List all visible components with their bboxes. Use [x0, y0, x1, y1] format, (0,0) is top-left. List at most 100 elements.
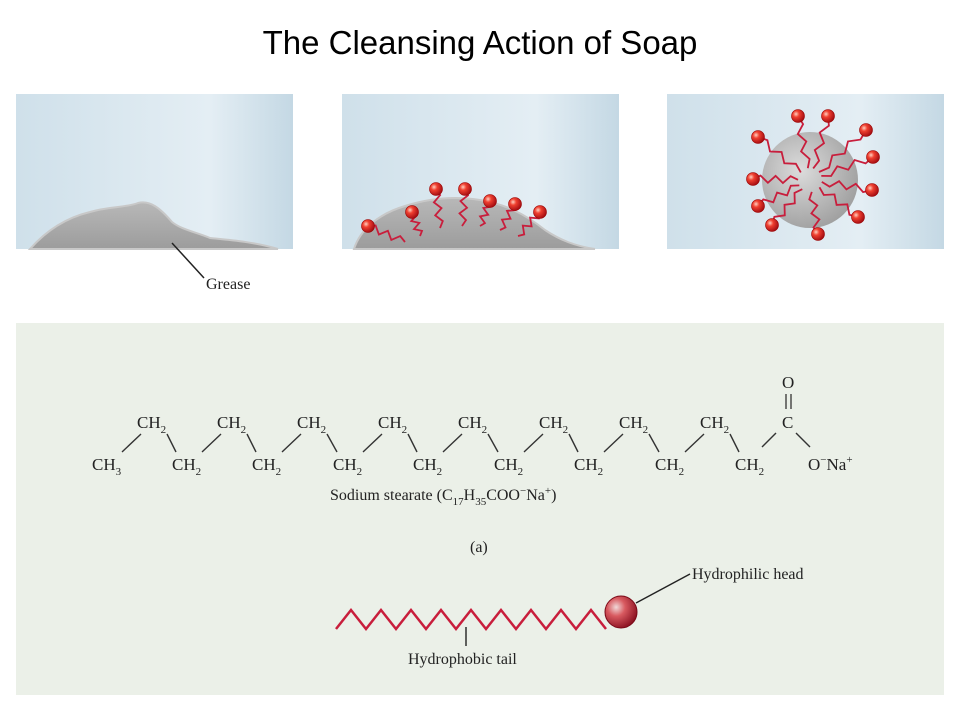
bond-line — [603, 433, 624, 453]
soap-tail — [367, 224, 406, 243]
soap-molecule — [751, 130, 802, 173]
soap-tail — [757, 136, 802, 173]
bond-line — [523, 433, 544, 453]
hydrophilic-head — [604, 595, 638, 629]
soap-tail — [818, 129, 867, 173]
soap-molecule — [818, 186, 865, 224]
soap-molecule — [517, 205, 547, 237]
methylene-group: CH2 — [494, 455, 523, 478]
methylene-group: CH2 — [458, 413, 487, 436]
soap-molecule — [791, 109, 811, 169]
grease-blob — [27, 201, 279, 250]
page-title: The Cleansing Action of Soap — [262, 24, 698, 61]
soap-head — [866, 150, 880, 164]
soap-head — [361, 219, 375, 233]
bond-line — [362, 433, 383, 453]
soap-tail — [818, 186, 859, 218]
soap-molecule — [765, 188, 803, 232]
bond-line — [407, 433, 418, 453]
soap-head — [811, 227, 825, 241]
methylene-group: CH2 — [619, 413, 648, 436]
formula-bonds — [121, 433, 740, 453]
soap-head — [458, 182, 472, 196]
soap-head — [751, 130, 765, 144]
panel-micelle — [667, 94, 944, 249]
soap-tail — [757, 184, 800, 207]
grease-leader-line — [171, 242, 205, 279]
soap-molecule — [821, 150, 880, 177]
panel-soap-attach — [342, 94, 619, 250]
bond-line — [795, 432, 811, 448]
methylene-group: CH2 — [378, 413, 407, 436]
soap-molecule-schematic: Hydrophilic head Hydrophobic tail — [335, 566, 804, 668]
methylene-group: CH2 — [655, 455, 684, 478]
soap-molecule — [458, 182, 472, 227]
soap-head — [751, 199, 765, 213]
carbonyl-carbon: C — [782, 413, 793, 432]
methyl-group: CH3 — [92, 455, 122, 478]
soap-head — [508, 197, 522, 211]
methylene-group: CH2 — [574, 455, 603, 478]
soap-head — [405, 205, 419, 219]
methylene-group: CH2 — [217, 413, 246, 436]
head-leader-line — [635, 573, 691, 604]
soap-molecule — [821, 180, 879, 197]
ionic-group: O−Na+ — [808, 454, 853, 474]
soap-head — [821, 109, 835, 123]
soap-molecule — [499, 197, 522, 231]
formula-panel — [16, 323, 944, 695]
methylene-group: CH2 — [539, 413, 568, 436]
soap-head — [791, 109, 805, 123]
methylene-group: CH2 — [137, 413, 166, 436]
soap-molecule — [478, 194, 497, 227]
methylene-group: CH2 — [413, 455, 442, 478]
bond-line — [684, 433, 705, 453]
soap-molecule — [808, 191, 825, 241]
bond-line — [246, 433, 257, 453]
bond-line — [121, 433, 142, 453]
soap-molecule — [751, 184, 800, 213]
soap-head — [483, 194, 497, 208]
soap-tail — [808, 191, 821, 235]
soap-molecule — [429, 182, 444, 229]
methylene-group: CH2 — [333, 455, 362, 478]
grease-droplet — [762, 132, 858, 228]
methylene-group: CH2 — [252, 455, 281, 478]
bond-line — [568, 433, 579, 453]
soap-head — [765, 218, 779, 232]
soap-head — [533, 205, 547, 219]
soap-head — [865, 183, 879, 197]
soap-molecule — [746, 172, 799, 186]
soap-tail — [796, 115, 811, 169]
hydrophilic-head-label: Hydrophilic head — [692, 566, 804, 583]
soap-tail — [771, 188, 803, 226]
bond-line — [648, 433, 660, 453]
panel-letter: (a) — [470, 539, 488, 556]
micelle-soap-molecules — [746, 109, 880, 241]
bond-line — [487, 433, 499, 453]
methylene-group: CH2 — [700, 413, 729, 436]
soap-molecule — [361, 219, 406, 243]
soap-head — [746, 172, 760, 186]
methylene-group: CH2 — [172, 455, 201, 478]
bond-line — [729, 433, 740, 453]
soap-molecules-attached — [361, 182, 547, 243]
methylene-group: CH2 — [297, 413, 326, 436]
soap-tail — [821, 156, 874, 177]
soap-head — [859, 123, 873, 137]
soap-head — [429, 182, 443, 196]
soap-tail — [812, 115, 830, 169]
bond-line — [326, 433, 338, 453]
bond-line — [201, 433, 222, 453]
soap-molecule — [405, 205, 424, 237]
soap-head — [851, 210, 865, 224]
soap-tail — [752, 174, 799, 185]
hydrophobic-tail — [335, 607, 607, 632]
soap-tail — [458, 188, 470, 227]
carbonyl-oxygen: O — [782, 373, 794, 392]
methylene-group: CH2 — [735, 455, 764, 478]
bond-line — [166, 433, 177, 453]
